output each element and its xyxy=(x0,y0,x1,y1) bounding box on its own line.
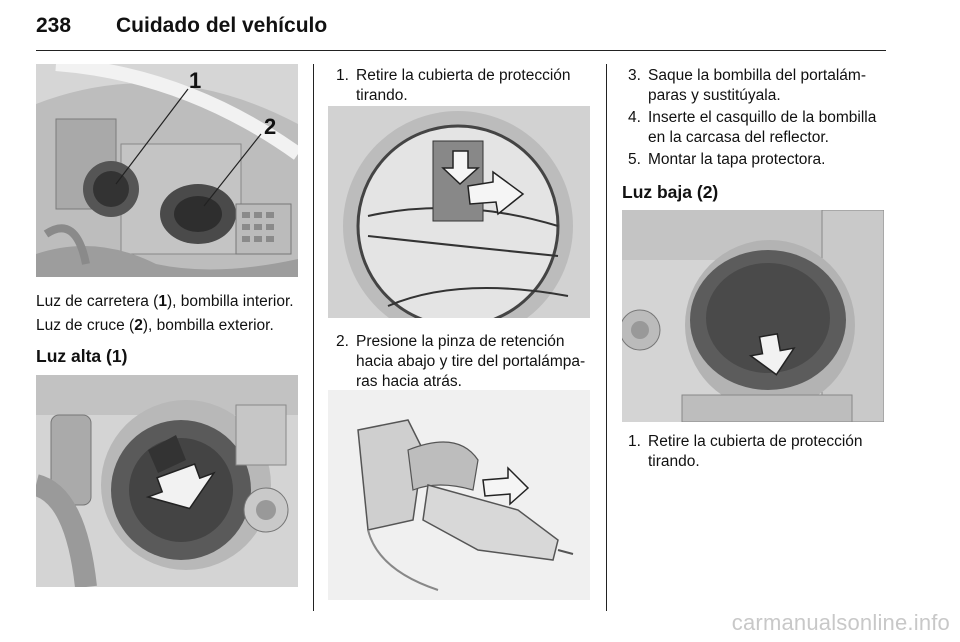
step-text: tirando. xyxy=(648,453,700,470)
column-divider xyxy=(313,64,315,611)
step-number: 3. xyxy=(628,67,641,84)
column-divider xyxy=(606,64,608,611)
step-text: Inserte el casquillo de la bombilla xyxy=(648,109,877,126)
caption-number: 1 xyxy=(158,293,167,310)
bulb-removal-illustration xyxy=(328,390,590,600)
step-text: ras hacia atrás. xyxy=(356,373,462,390)
caption-high-beam: Luz de carretera (1), bombilla interior. xyxy=(36,292,294,312)
caption-text: Luz de cruce ( xyxy=(36,317,135,334)
caption-text: ), bombilla exterior. xyxy=(142,317,274,334)
section-heading-low-beam: Luz baja (2) xyxy=(622,182,719,202)
callout-2: 2 xyxy=(264,114,277,139)
step-text: Montar la tapa protectora. xyxy=(648,151,826,168)
low-beam-cover-illustration xyxy=(622,210,884,422)
step-number: 5. xyxy=(628,151,641,168)
page-header: 238 Cuidado del vehículo xyxy=(36,8,886,51)
caption-low-beam: Luz de cruce (2), bombilla exterior. xyxy=(36,316,274,336)
step-number: 2. xyxy=(336,333,349,350)
high-beam-cover-illustration xyxy=(36,375,298,587)
step-text: paras y sustitúyala. xyxy=(648,87,781,104)
step-text: en la carcasa del reflector. xyxy=(648,129,829,146)
step-text: Saque la bombilla del portalám- xyxy=(648,67,866,84)
caption-number: 2 xyxy=(134,317,143,334)
page-title: Cuidado del vehículo xyxy=(116,14,328,37)
step-text: Presione la pinza de retención xyxy=(356,333,565,350)
section-heading-high-beam: Luz alta (1) xyxy=(36,346,128,366)
caption-text: ), bombilla interior. xyxy=(166,293,294,310)
step-text: tirando. xyxy=(356,87,408,104)
lamp-holder-clip-illustration xyxy=(328,106,590,318)
headlight-overview-illustration: 1 2 xyxy=(36,64,298,277)
step-number: 4. xyxy=(628,109,641,126)
caption-text: Luz de carretera ( xyxy=(36,293,159,310)
step-text: Retire la cubierta de protección xyxy=(648,433,863,450)
step-number: 1. xyxy=(336,67,349,84)
step-text: hacia abajo y tire del portalámpa- xyxy=(356,353,586,370)
watermark: carmanualsonline.info xyxy=(731,610,950,635)
callout-1: 1 xyxy=(189,68,202,93)
page-number: 238 xyxy=(36,14,72,37)
step-text: Retire la cubierta de protección xyxy=(356,67,571,84)
step-number: 1. xyxy=(628,433,641,450)
